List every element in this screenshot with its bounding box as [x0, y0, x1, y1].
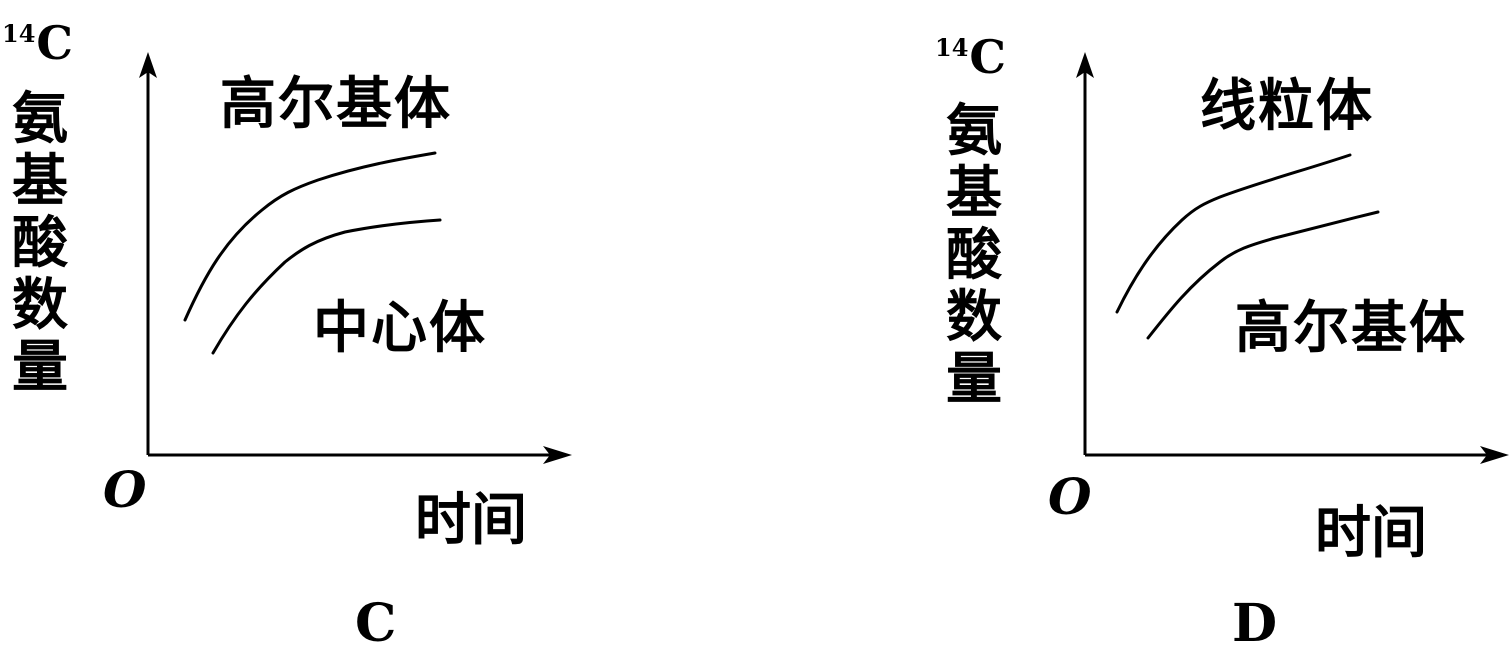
isotope-mass-number: 14	[2, 19, 36, 48]
y-axis	[1076, 52, 1094, 455]
x-axis-arrow-icon	[1480, 446, 1509, 464]
x-axis	[148, 446, 572, 464]
x-axis-arrow-icon	[543, 446, 572, 464]
y-axis-isotope-label: 14C	[935, 34, 1006, 80]
curve-lower-golgi	[1146, 210, 1380, 340]
upper-curve-label: 线粒体	[1200, 73, 1374, 139]
chart-panel-c: 14C 氨基酸数量 高尔基体 中心体 O 时间 C	[0, 0, 600, 650]
isotope-symbol: C	[36, 16, 74, 70]
y-axis-label: 氨基酸数量	[12, 86, 68, 400]
panel-label: D	[1232, 593, 1278, 654]
chart-d-plot	[1076, 52, 1509, 464]
isotope-mass-number: 14	[935, 33, 969, 62]
curve-upper-golgi	[183, 151, 437, 322]
upper-curve-label: 高尔基体	[220, 71, 452, 137]
x-axis-label: 时间	[415, 487, 527, 553]
lower-curve-label: 高尔基体	[1235, 295, 1467, 361]
chart-c-plot	[139, 52, 572, 464]
y-axis-label: 氨基酸数量	[946, 98, 1002, 412]
y-axis	[139, 52, 157, 455]
curve-lower-centrosome	[211, 218, 442, 355]
origin-label: O	[1048, 467, 1092, 526]
y-axis-arrow-icon	[1076, 52, 1094, 78]
x-axis-label: 时间	[1315, 500, 1427, 566]
chart-panel-d: 14C 氨基酸数量 线粒体 高尔基体 O 时间 D	[920, 0, 1509, 650]
lower-curve-label: 中心体	[313, 295, 487, 361]
y-axis-isotope-label: 14C	[2, 20, 73, 66]
origin-label: O	[103, 460, 147, 519]
curve-upper-mitochondria	[1115, 153, 1352, 314]
x-axis	[1085, 446, 1509, 464]
y-axis-arrow-icon	[139, 52, 157, 78]
panel-label: C	[355, 593, 397, 654]
isotope-symbol: C	[969, 30, 1007, 84]
